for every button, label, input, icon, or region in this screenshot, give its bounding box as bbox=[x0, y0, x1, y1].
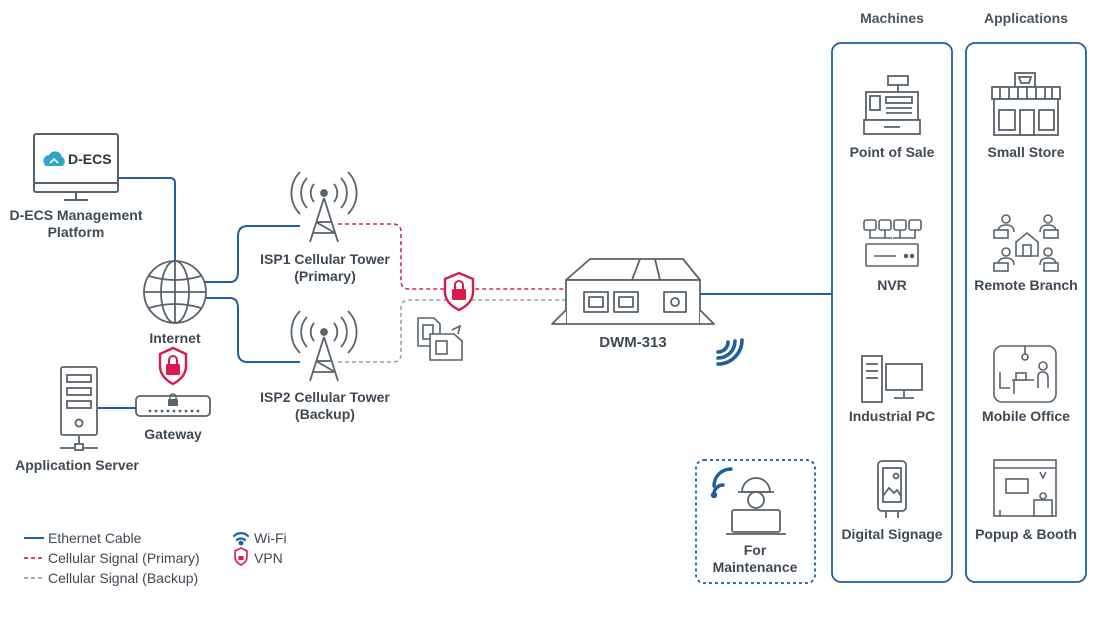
isp2-tower-icon bbox=[290, 310, 358, 382]
point-of-sale-icon bbox=[863, 75, 921, 135]
legend-primary-text: Cellular Signal (Primary) bbox=[48, 550, 200, 566]
machine-label-digital-signage: Digital Signage bbox=[841, 526, 943, 542]
technician-laptop-icon bbox=[726, 477, 786, 535]
isp1-label-line2: (Primary) bbox=[294, 268, 356, 284]
machines-panel bbox=[831, 42, 953, 583]
maintenance-label-line1: For bbox=[743, 542, 767, 558]
internet-globe-icon bbox=[143, 260, 207, 324]
maintenance-box bbox=[695, 459, 816, 584]
industrial-pc-icon bbox=[861, 355, 923, 403]
legend-wifi-text: Wi-Fi bbox=[254, 530, 287, 546]
remote-branch-icon bbox=[993, 214, 1059, 272]
application-server-icon bbox=[60, 366, 98, 451]
backup-signal-line bbox=[338, 299, 566, 363]
device-name-label: DWM-313 bbox=[599, 334, 667, 351]
gateway-icon bbox=[135, 393, 211, 417]
isp2-label-line1: ISP2 Cellular Tower bbox=[260, 389, 390, 405]
internet-label: Internet bbox=[149, 330, 201, 346]
dwm-313-device-icon bbox=[551, 258, 715, 325]
mobile-office-icon bbox=[993, 345, 1057, 403]
machine-label-nvr: NVR bbox=[877, 277, 907, 293]
application-server-label: Application Server bbox=[15, 457, 139, 473]
machine-label-pos: Point of Sale bbox=[849, 144, 935, 160]
platform-label-line2: Platform bbox=[47, 224, 105, 240]
ethernet-globe-isp2 bbox=[205, 297, 300, 363]
isp1-label-line1: ISP1 Cellular Tower bbox=[260, 251, 390, 267]
decs-cloud-logo-icon bbox=[43, 151, 65, 166]
gateway-label: Gateway bbox=[144, 426, 202, 442]
machine-label-industrial-pc: Industrial PC bbox=[848, 408, 936, 424]
monitor-icon bbox=[33, 133, 119, 201]
application-label-mobile-office: Mobile Office bbox=[982, 408, 1070, 424]
small-store-icon bbox=[991, 72, 1061, 136]
popup-booth-icon bbox=[993, 459, 1057, 517]
vpn-shield-icon bbox=[158, 346, 188, 386]
decs-screen-label: D-ECS bbox=[68, 151, 112, 167]
applications-heading: Applications bbox=[983, 10, 1068, 26]
isp2-label-line2: (Backup) bbox=[295, 406, 355, 422]
platform-label-line1: D-ECS Management bbox=[9, 207, 143, 223]
machines-heading: Machines bbox=[860, 10, 924, 26]
application-label-popup-booth: Popup & Booth bbox=[975, 526, 1077, 542]
legend-vpn-text: VPN bbox=[254, 550, 283, 566]
digital-signage-icon bbox=[877, 460, 907, 518]
ethernet-monitor-globe bbox=[118, 177, 176, 262]
legend-vpn-icon bbox=[234, 547, 248, 566]
nvr-icon bbox=[863, 219, 922, 267]
vpn-tunnel-shield-icon bbox=[443, 271, 475, 312]
device-wifi-waves-icon bbox=[716, 338, 744, 366]
legend-backup-text: Cellular Signal (Backup) bbox=[48, 570, 199, 586]
legend-ethernet-text: Ethernet Cable bbox=[48, 530, 142, 546]
application-label-small-store: Small Store bbox=[987, 144, 1065, 160]
legend-wifi-icon bbox=[232, 532, 250, 546]
maintenance-label-line2: Maintenance bbox=[712, 559, 798, 575]
application-label-remote-branch: Remote Branch bbox=[974, 277, 1078, 293]
ethernet-globe-isp1 bbox=[205, 225, 300, 283]
primary-signal-line bbox=[338, 223, 566, 290]
maintenance-wifi-icon bbox=[710, 467, 733, 499]
isp1-tower-icon bbox=[290, 171, 358, 243]
sim-cards-icon bbox=[417, 317, 463, 361]
applications-panel bbox=[965, 42, 1087, 583]
